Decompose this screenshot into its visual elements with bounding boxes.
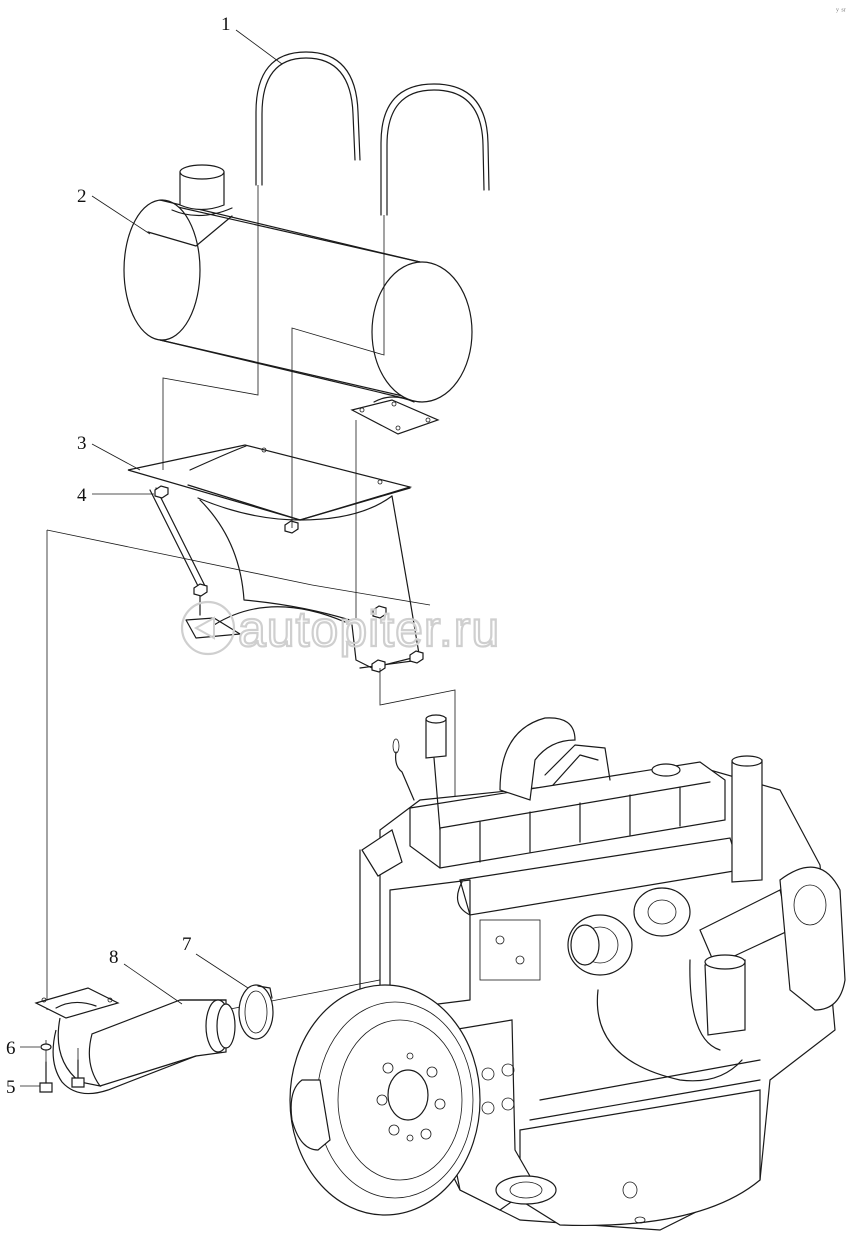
callout-3: 3	[77, 433, 87, 454]
callout-8: 8	[109, 947, 119, 968]
callout-4: 4	[77, 485, 87, 506]
corner-mark: ʸ ˢʳ	[836, 6, 847, 17]
callout-7: 7	[182, 934, 192, 955]
callout-1: 1	[221, 14, 231, 35]
u-bolt-1	[255, 51, 361, 186]
watermark: autopiter.ru	[180, 600, 500, 658]
washer	[40, 1043, 52, 1051]
bolts	[39, 1059, 85, 1093]
callout-6: 6	[6, 1038, 16, 1059]
callout-leaders	[20, 29, 283, 1087]
callout-labels: 1 2 3 4 5 6 7 8	[6, 14, 231, 1098]
muffler	[123, 164, 473, 435]
callout-2: 2	[77, 186, 87, 207]
engine	[289, 714, 846, 1231]
callout-5: 5	[6, 1077, 16, 1098]
nuts	[154, 485, 424, 673]
pipe-clamp	[238, 984, 274, 1040]
exhaust-elbow-pipe	[34, 987, 236, 1095]
watermark-text: autopiter.ru	[238, 601, 500, 657]
u-bolt-2	[380, 83, 490, 216]
